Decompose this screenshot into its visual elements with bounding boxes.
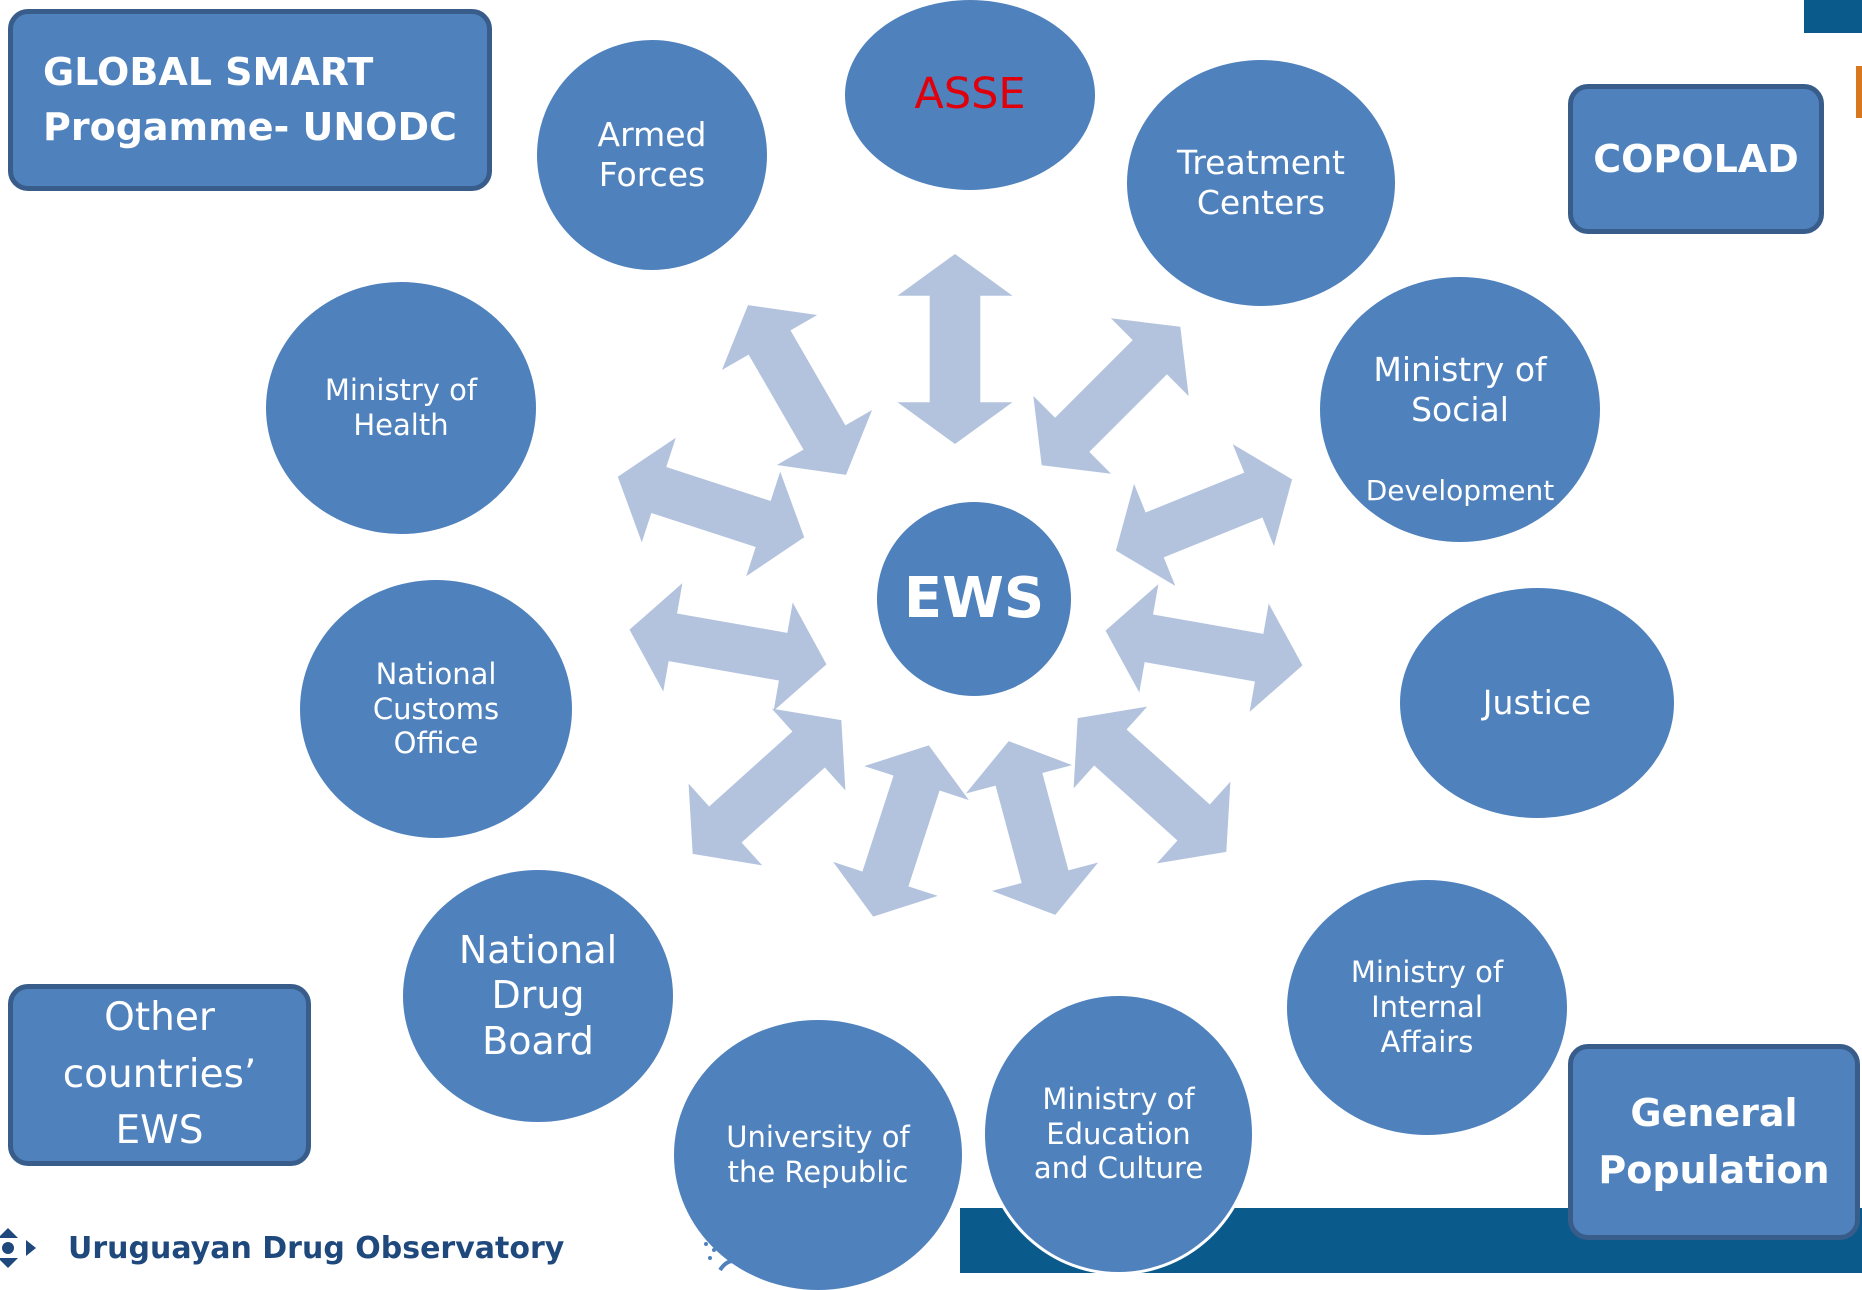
node-justice-label: Justice: [1482, 683, 1592, 723]
node-drug-board-label: National Drug Board: [458, 927, 618, 1063]
node-internal-affairs: Ministry of Internal Affairs: [1287, 880, 1567, 1135]
node-ministry-health-label: Ministry of Health: [324, 373, 478, 442]
global-smart-box: GLOBAL SMART Progamme- UNODC: [8, 9, 492, 191]
node-university-label: University of the Republic: [726, 1120, 910, 1189]
node-asse: ASSE: [845, 0, 1095, 190]
observatory-logo-icon: [0, 1228, 36, 1268]
node-ministry-social: Ministry of Social Development: [1320, 277, 1600, 542]
node-treatment-centers-label: Treatment Centers: [1177, 143, 1345, 222]
footer: Uruguayan Drug Observatory: [0, 1226, 564, 1270]
arrow-asse: [897, 254, 1013, 444]
node-ews-center-label: EWS: [903, 566, 1045, 632]
footer-ornament-icon: [704, 1242, 739, 1272]
other-countries-label: Other countries’ EWS: [62, 995, 257, 1154]
node-ministry-social-label: Ministry of Social: [1373, 350, 1547, 429]
arrow-treatment-centers: [1002, 287, 1220, 505]
arrow-internal-affairs: [1040, 677, 1264, 893]
node-armed-forces: Armed Forces: [537, 40, 767, 270]
arrow-customs: [619, 575, 837, 719]
corner-accent-orange: [1856, 66, 1862, 118]
global-smart-line1: GLOBAL SMART: [43, 49, 374, 94]
node-ews-center: EWS: [877, 502, 1071, 696]
arrow-ministry-social: [1095, 428, 1313, 602]
node-customs: National Customs Office: [300, 580, 572, 838]
corner-accent-blue: [1804, 0, 1862, 33]
arrow-university: [820, 728, 982, 934]
node-treatment-centers: Treatment Centers: [1127, 60, 1395, 306]
arrow-armed-forces: [700, 277, 894, 503]
other-countries-box: Other countries’ EWS: [8, 984, 311, 1166]
global-smart-line2: Progamme- UNODC: [43, 105, 457, 149]
node-drug-board: National Drug Board: [403, 870, 673, 1122]
node-university: University of the Republic: [674, 1020, 962, 1290]
arrow-ministry-health: [600, 424, 822, 590]
node-asse-label: ASSE: [914, 69, 1026, 120]
node-armed-forces-label: Armed Forces: [597, 115, 707, 194]
arrow-justice: [1095, 576, 1313, 720]
arrow-drug-board: [655, 679, 879, 895]
general-population-label: General Population: [1598, 1091, 1830, 1192]
node-education: Ministry of Education and Culture: [985, 996, 1252, 1272]
node-education-label: Ministry of Education and Culture: [1033, 1081, 1204, 1186]
node-customs-label: National Customs Office: [372, 656, 500, 761]
copolad-label: COPOLAD: [1593, 137, 1799, 181]
general-population-box: General Population: [1568, 1044, 1860, 1240]
footer-organization-name: Uruguayan Drug Observatory: [68, 1230, 565, 1266]
node-ministry-social-sublabel: Development: [1365, 473, 1555, 507]
node-ministry-health: Ministry of Health: [266, 282, 536, 534]
copolad-box: COPOLAD: [1568, 84, 1824, 234]
node-internal-affairs-label: Ministry of Internal Affairs: [1350, 955, 1504, 1059]
node-justice: Justice: [1400, 588, 1674, 818]
